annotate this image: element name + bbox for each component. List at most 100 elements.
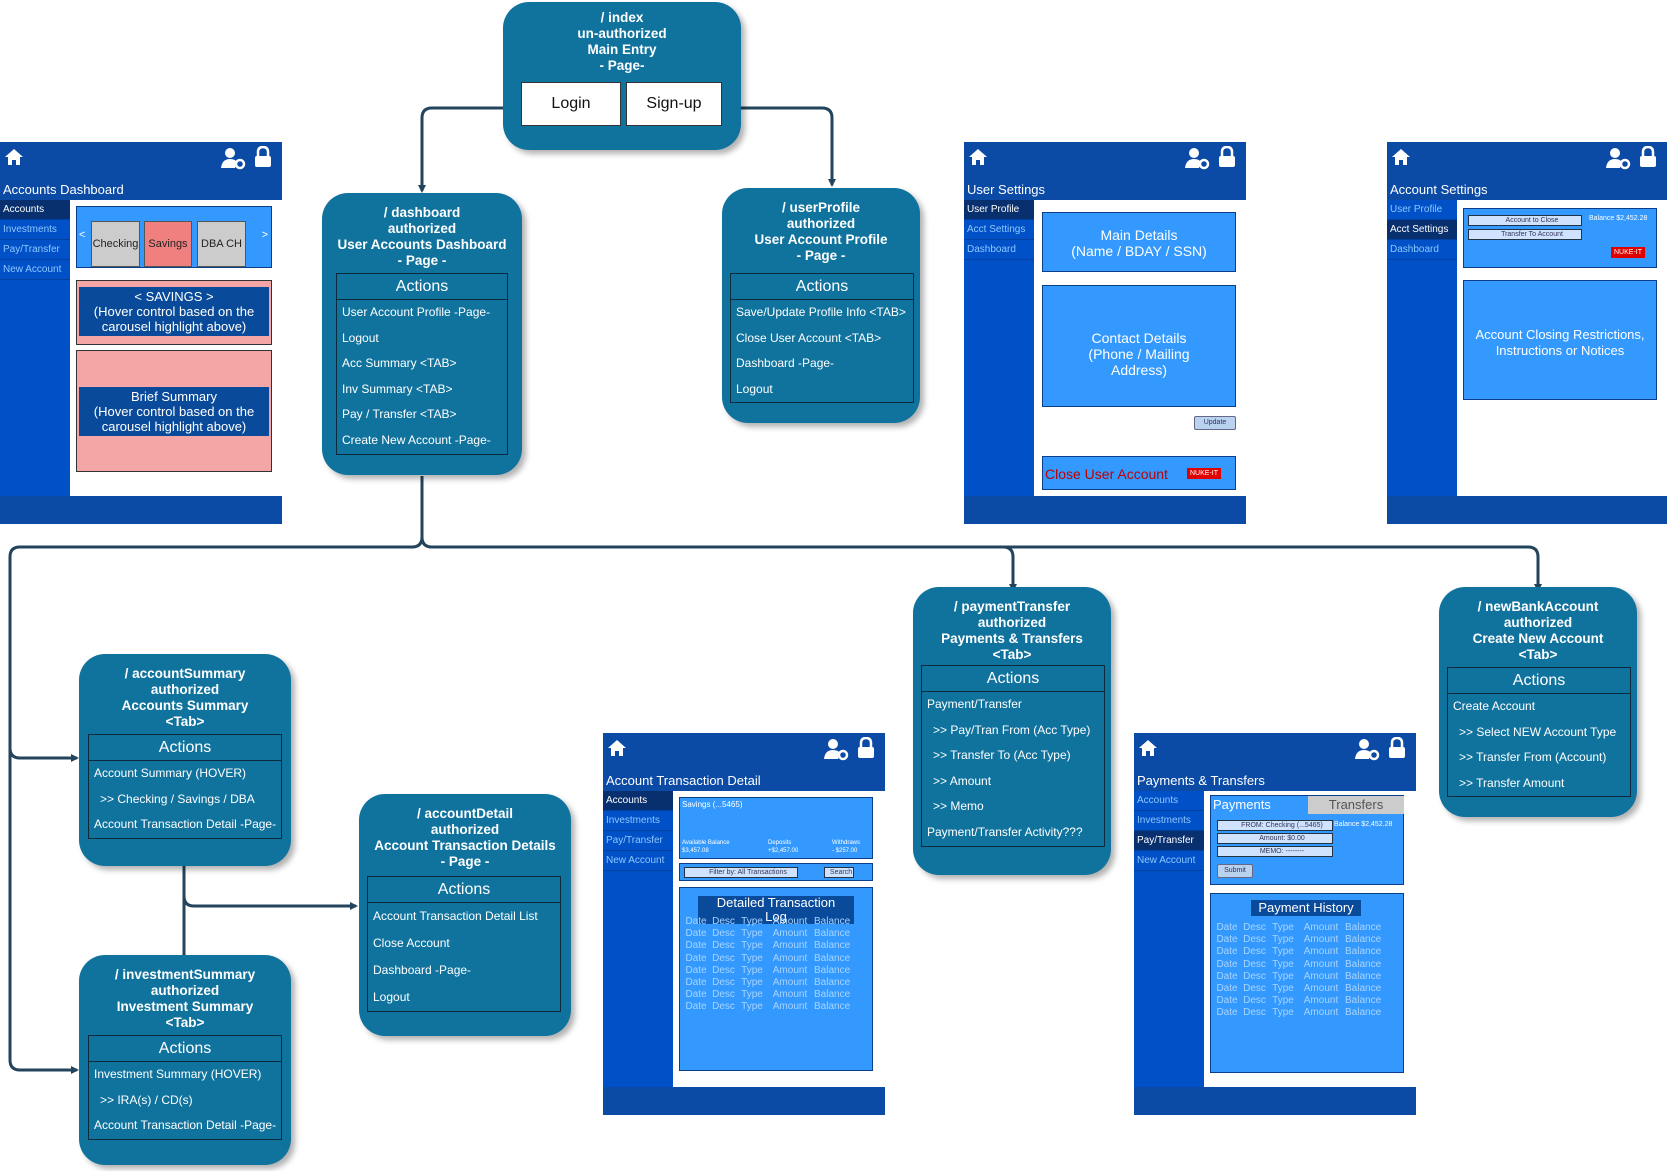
paymenttransfer-action-item[interactable]: >> Transfer To (Acc Type) bbox=[933, 748, 1071, 763]
sidebar-item-pay-transfer[interactable]: Pay/Transfer bbox=[1134, 831, 1204, 851]
login-button[interactable]: Login bbox=[521, 82, 621, 126]
sidebar-item-new-account[interactable]: New Account bbox=[1134, 851, 1204, 871]
sidebar-item-accounts[interactable]: Accounts bbox=[1134, 791, 1204, 811]
from-account-select[interactable]: FROM: Checking (...5465) bbox=[1217, 820, 1333, 831]
table-cell: Type bbox=[1272, 946, 1294, 958]
sidebar-item-new-account[interactable]: New Account bbox=[603, 851, 673, 871]
accountsummary-action-item[interactable]: Account Summary (HOVER) bbox=[94, 766, 247, 780]
carousel-prev[interactable]: < bbox=[79, 229, 86, 241]
paymenttransfer-action-item[interactable]: Payment/Transfer bbox=[927, 697, 1022, 711]
transfer-to-account-select[interactable]: Transfer To Account bbox=[1468, 229, 1582, 240]
sidebar-item-user-profile[interactable]: User Profile bbox=[964, 200, 1034, 220]
table-cell: Amount bbox=[1303, 1007, 1339, 1019]
paymenttransfer-action-item[interactable]: Payment/Transfer Activity??? bbox=[927, 824, 1083, 839]
mockup-sidebar: User Profile Acct Settings Dashboard bbox=[1387, 200, 1457, 496]
table-cell: Desc bbox=[712, 977, 735, 989]
mockup-footer bbox=[964, 496, 1246, 524]
connector-index-userprofile bbox=[722, 106, 836, 187]
user-settings-icon[interactable] bbox=[1605, 146, 1631, 170]
close-user-label: Close User Account bbox=[1045, 466, 1168, 482]
sidebar-item-investments[interactable]: Investments bbox=[0, 220, 70, 240]
carousel-next[interactable]: > bbox=[261, 229, 268, 241]
newbankaccount-action-item[interactable]: Create Account bbox=[1453, 699, 1536, 713]
paymenttransfer-action-item[interactable]: >> Amount bbox=[933, 773, 992, 788]
sidebar-item-acct-settings[interactable]: Acct Settings bbox=[1387, 220, 1457, 240]
newbankaccount-action-item[interactable]: >> Select NEW Account Type bbox=[1459, 724, 1617, 739]
table-cell: Balance bbox=[1345, 970, 1382, 982]
user-settings-icon[interactable] bbox=[1184, 146, 1210, 170]
carousel-tab-savings[interactable]: Savings bbox=[144, 221, 192, 267]
home-icon[interactable] bbox=[1391, 147, 1411, 167]
dashboard-action-item[interactable]: Pay / Transfer <TAB> bbox=[342, 407, 457, 422]
nuke-account-button[interactable]: NUKE-IT bbox=[1611, 247, 1645, 258]
dashboard-action-item[interactable]: User Account Profile -Page- bbox=[342, 305, 491, 319]
nuke-user-button[interactable]: NUKE-IT bbox=[1187, 468, 1221, 479]
sidebar-item-investments[interactable]: Investments bbox=[603, 811, 673, 831]
sidebar-item-user-profile[interactable]: User Profile bbox=[1387, 200, 1457, 220]
newbankaccount-action-item[interactable]: >> Transfer From (Account) bbox=[1459, 750, 1607, 765]
paymenttransfer-action-item[interactable]: >> Memo bbox=[933, 799, 984, 814]
table-cell: Desc bbox=[1243, 983, 1266, 995]
table-cell: Date bbox=[1216, 983, 1238, 995]
accountsummary-action-item[interactable]: Account Transaction Detail -Page- bbox=[94, 817, 277, 832]
lock-icon[interactable] bbox=[253, 146, 273, 168]
home-icon[interactable] bbox=[607, 738, 627, 758]
userprofile-action-item[interactable]: Save/Update Profile Info <TAB> bbox=[736, 305, 906, 319]
connector-to-accountdetail bbox=[182, 895, 358, 910]
lock-icon[interactable] bbox=[856, 737, 876, 759]
lock-icon[interactable] bbox=[1638, 146, 1658, 168]
user-settings-icon[interactable] bbox=[823, 737, 849, 761]
tab-payments[interactable]: Payments bbox=[1213, 797, 1271, 812]
accountsummary-action-item[interactable]: >> Checking / Savings / DBA bbox=[100, 791, 255, 806]
sidebar-item-pay-transfer[interactable]: Pay/Transfer bbox=[0, 240, 70, 260]
dashboard-action-item[interactable]: Logout bbox=[342, 330, 379, 345]
accountdetail-action-item[interactable]: Logout bbox=[373, 990, 410, 1004]
mockup-header bbox=[1387, 142, 1667, 200]
userprofile-action-item[interactable]: Dashboard -Page- bbox=[736, 356, 835, 371]
home-icon[interactable] bbox=[1138, 738, 1158, 758]
amount-input[interactable]: Amount: $0.00 bbox=[1217, 833, 1333, 844]
sidebar-item-pay-transfer[interactable]: Pay/Transfer bbox=[603, 831, 673, 851]
investmentsummary-action-item[interactable]: Investment Summary (HOVER) bbox=[94, 1067, 262, 1081]
dashboard-action-item[interactable]: Create New Account -Page- bbox=[342, 432, 491, 447]
search-input[interactable]: Search bbox=[824, 867, 854, 878]
accountsummary-actions-header: Actions bbox=[89, 735, 281, 761]
user-settings-icon[interactable] bbox=[220, 146, 246, 170]
accountdetail-action-item[interactable]: Account Transaction Detail List bbox=[373, 909, 538, 923]
transaction-detail-mockup: Account Transaction Detail Accounts Inve… bbox=[603, 733, 885, 1115]
tab-transfers[interactable]: Transfers bbox=[1308, 796, 1404, 814]
sidebar-item-investments[interactable]: Investments bbox=[1134, 811, 1204, 831]
sidebar-item-accounts[interactable]: Accounts bbox=[0, 200, 70, 220]
accountdetail-action-item[interactable]: Close Account bbox=[373, 936, 450, 950]
sidebar-item-accounts[interactable]: Accounts bbox=[603, 791, 673, 811]
home-icon[interactable] bbox=[4, 147, 24, 167]
filter-select[interactable]: Filter by: All Transactions bbox=[684, 867, 798, 878]
lock-icon[interactable] bbox=[1217, 146, 1237, 168]
home-icon[interactable] bbox=[968, 147, 988, 167]
signup-button[interactable]: Sign-up bbox=[626, 82, 722, 126]
userprofile-action-item[interactable]: Logout bbox=[736, 381, 773, 396]
account-to-close-select[interactable]: Account to Close bbox=[1468, 215, 1582, 226]
accountdetail-action-item[interactable]: Dashboard -Page- bbox=[373, 963, 472, 977]
newbankaccount-action-item[interactable]: >> Transfer Amount bbox=[1459, 775, 1565, 790]
index-page-node: / index un-authorized Main Entry - Page-… bbox=[503, 2, 741, 150]
sidebar-item-acct-settings[interactable]: Acct Settings bbox=[964, 220, 1034, 240]
carousel-tab-checking[interactable]: Checking bbox=[91, 221, 140, 267]
table-cell: Desc bbox=[1243, 970, 1266, 982]
carousel-tab-dba[interactable]: DBA CH bbox=[197, 221, 246, 267]
user-settings-icon[interactable] bbox=[1354, 737, 1380, 761]
investmentsummary-action-item[interactable]: Account Transaction Detail -Page- bbox=[94, 1118, 277, 1133]
sidebar-item-dashboard[interactable]: Dashboard bbox=[964, 240, 1034, 260]
paymenttransfer-action-item[interactable]: >> Pay/Tran From (Acc Type) bbox=[933, 722, 1091, 737]
userprofile-action-item[interactable]: Close User Account <TAB> bbox=[736, 330, 882, 345]
investmentsummary-action-item[interactable]: >> IRA(s) / CD(s) bbox=[100, 1092, 193, 1107]
submit-button[interactable]: Submit bbox=[1217, 864, 1253, 878]
sidebar-item-new-account[interactable]: New Account bbox=[0, 260, 70, 280]
lock-icon[interactable] bbox=[1387, 737, 1407, 759]
dashboard-action-item[interactable]: Acc Summary <TAB> bbox=[342, 356, 457, 371]
memo-input[interactable]: MEMO: -------- bbox=[1217, 846, 1333, 857]
payments-transfers-mockup: Payments & Transfers Accounts Investment… bbox=[1134, 733, 1416, 1115]
update-button[interactable]: Update bbox=[1194, 416, 1236, 430]
sidebar-item-dashboard[interactable]: Dashboard bbox=[1387, 240, 1457, 260]
dashboard-action-item[interactable]: Inv Summary <TAB> bbox=[342, 381, 453, 396]
